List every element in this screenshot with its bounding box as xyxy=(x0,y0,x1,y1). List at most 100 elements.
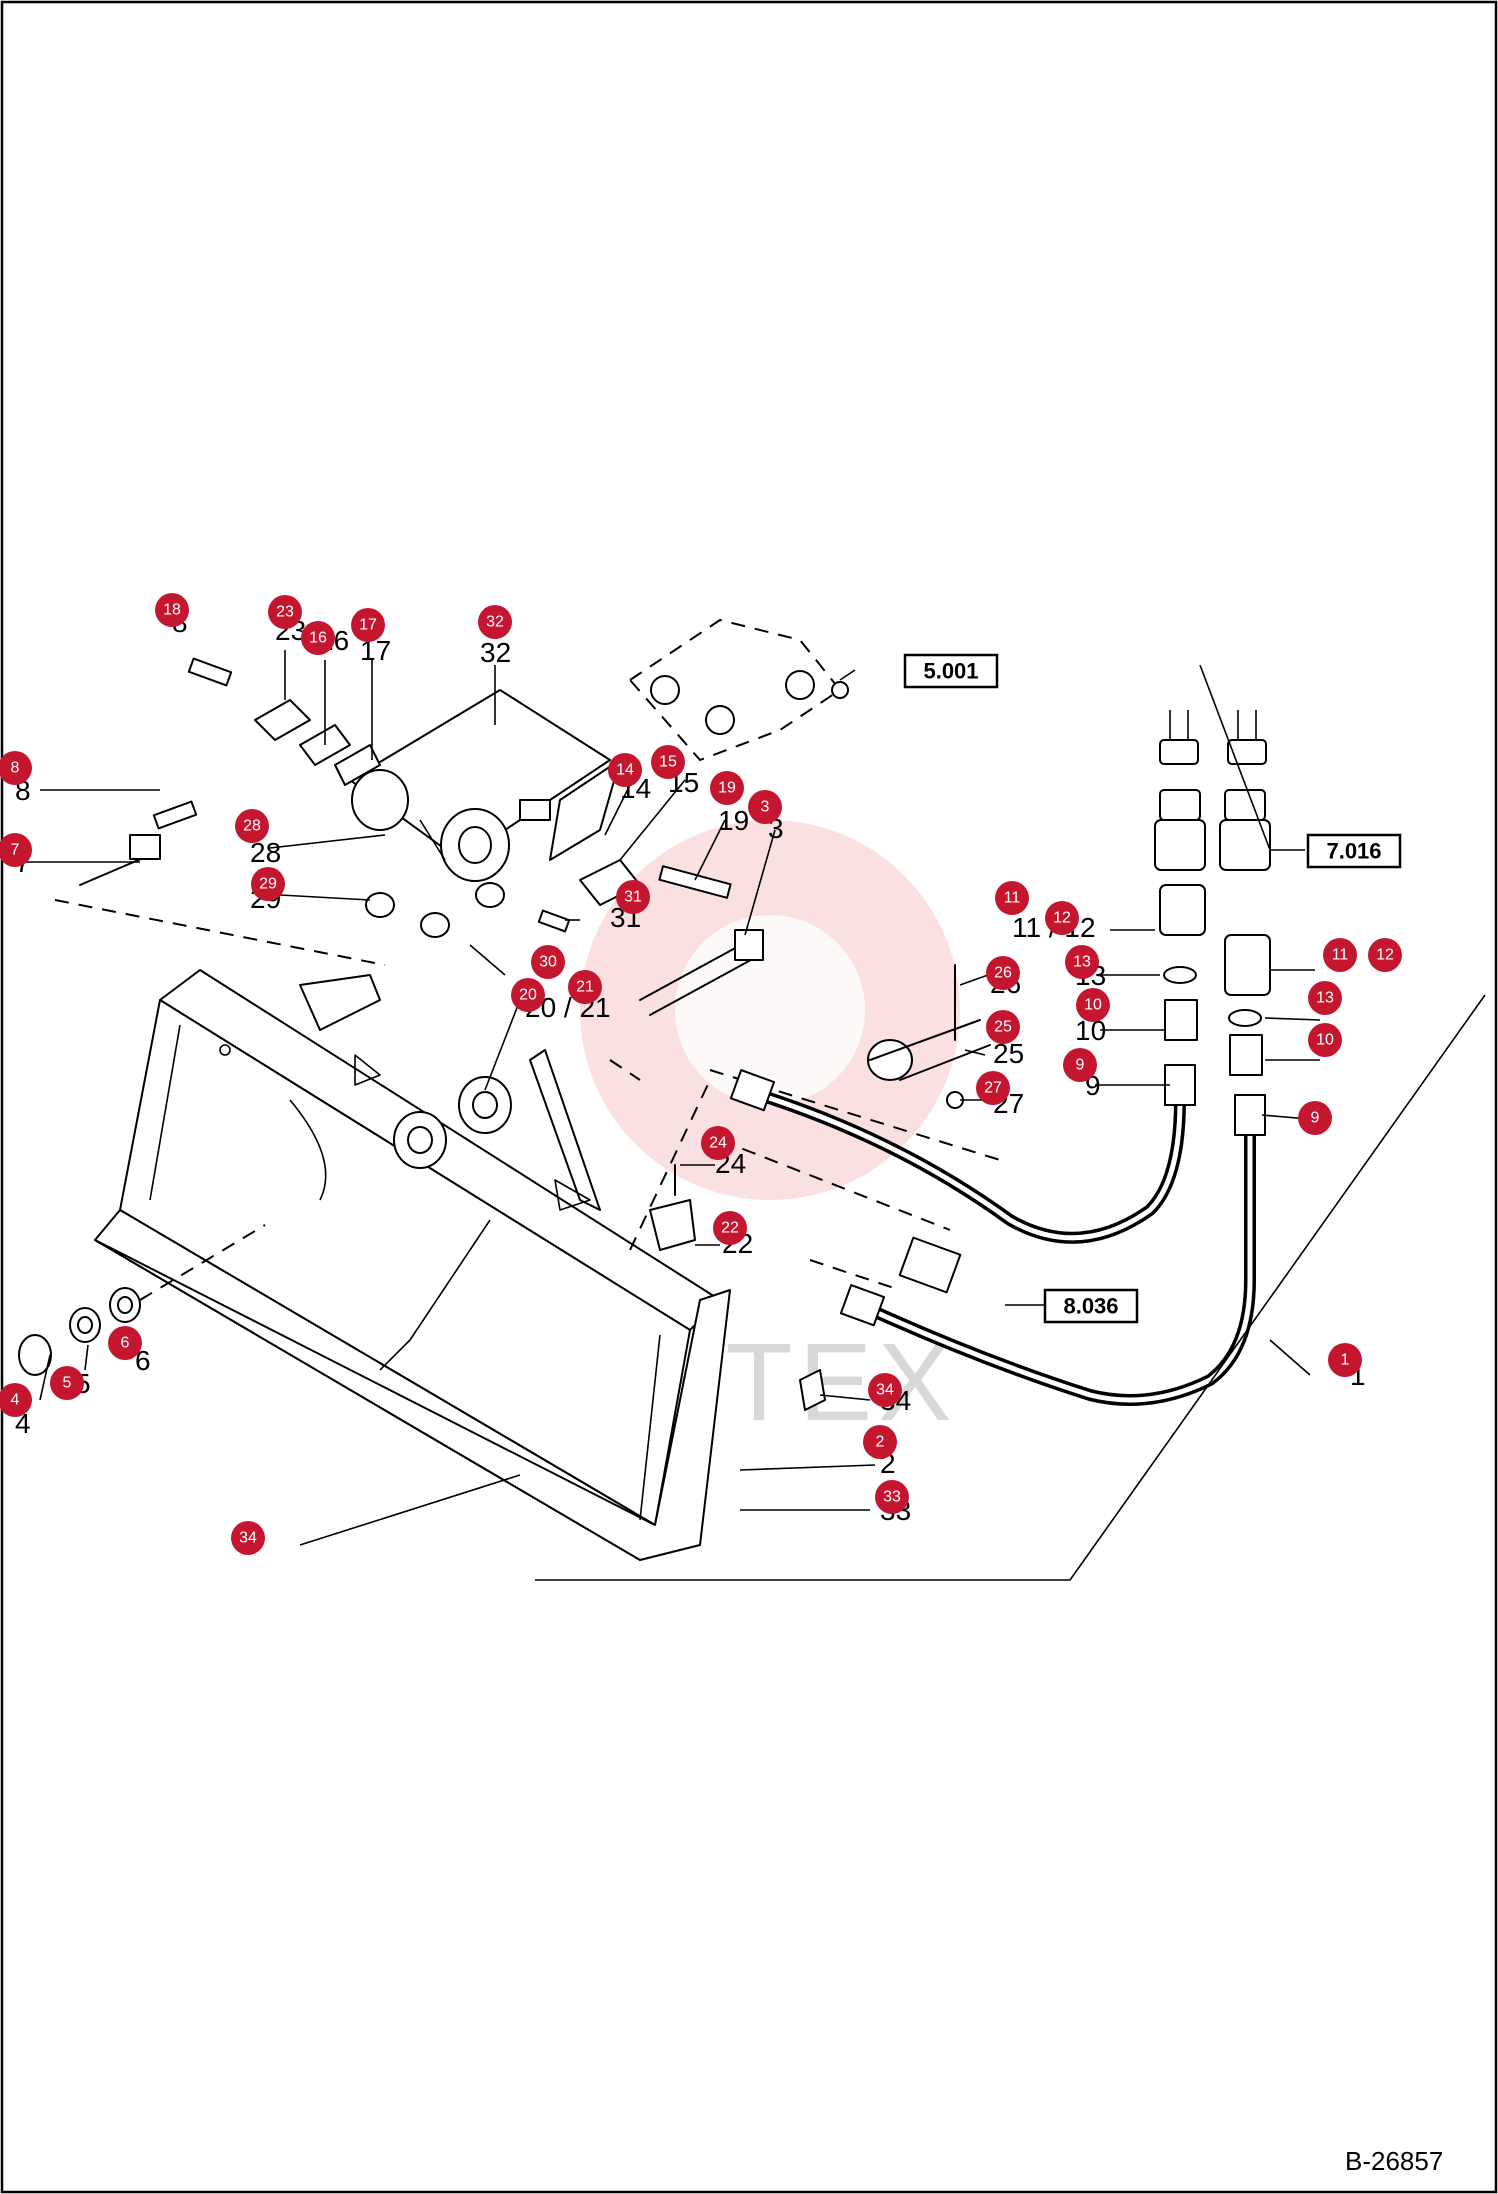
badge-14[interactable]: 14 xyxy=(608,753,642,787)
badge-9-left[interactable]: 9 xyxy=(1063,1048,1097,1082)
svg-text:8.036: 8.036 xyxy=(1063,1294,1118,1319)
badge-31[interactable]: 31 xyxy=(616,880,650,914)
badge-9-right[interactable]: 9 xyxy=(1298,1101,1332,1135)
svg-text:30: 30 xyxy=(539,954,557,971)
svg-text:5.001: 5.001 xyxy=(923,659,978,684)
svg-text:29: 29 xyxy=(259,876,277,893)
badge-30[interactable]: 30 xyxy=(531,945,565,979)
badge-23[interactable]: 23 xyxy=(268,595,302,629)
washers-drawing xyxy=(18,1224,266,1376)
ref-box-8036: 8.036 xyxy=(1043,1288,1139,1324)
svg-text:6: 6 xyxy=(121,1335,130,1352)
svg-text:16: 16 xyxy=(309,630,327,647)
svg-text:7.016: 7.016 xyxy=(1326,839,1381,864)
badge-24[interactable]: 24 xyxy=(701,1126,735,1160)
leader-lines xyxy=(20,650,1486,1581)
badge-16[interactable]: 16 xyxy=(301,621,335,655)
badge-34-left[interactable]: 34 xyxy=(231,1521,265,1555)
svg-text:10: 10 xyxy=(1084,997,1102,1014)
badge-4[interactable]: 4 xyxy=(0,1383,32,1417)
small-parts-drawing xyxy=(649,1164,826,1411)
svg-text:28: 28 xyxy=(243,818,261,835)
badge-7[interactable]: 7 xyxy=(0,833,32,867)
badge-22[interactable]: 22 xyxy=(713,1211,747,1245)
badge-12-left[interactable]: 12 xyxy=(1045,901,1079,935)
badge-26[interactable]: 26 xyxy=(986,956,1020,990)
badge-17[interactable]: 17 xyxy=(351,608,385,642)
badge-32[interactable]: 32 xyxy=(478,605,512,639)
svg-text:14: 14 xyxy=(616,762,634,779)
ref-box-7016: 7.016 xyxy=(1306,833,1402,869)
svg-text:9: 9 xyxy=(1311,1110,1320,1127)
svg-text:9: 9 xyxy=(1076,1057,1085,1074)
badge-25[interactable]: 25 xyxy=(986,1010,1020,1044)
svg-text:34: 34 xyxy=(239,1530,257,1547)
svg-text:20: 20 xyxy=(519,987,537,1004)
svg-text:13: 13 xyxy=(1073,954,1091,971)
svg-text:10: 10 xyxy=(1316,1032,1334,1049)
badge-27[interactable]: 27 xyxy=(976,1071,1010,1105)
badge-18[interactable]: 18 xyxy=(155,593,189,627)
watermark-gear-icon xyxy=(580,820,960,1200)
svg-text:1: 1 xyxy=(1341,1352,1350,1369)
svg-text:5: 5 xyxy=(63,1375,72,1392)
label-32: 32 xyxy=(480,637,511,668)
svg-text:4: 4 xyxy=(11,1392,20,1409)
badge-3[interactable]: 3 xyxy=(748,790,782,824)
document-number: B-26857 xyxy=(1345,2146,1443,2176)
svg-text:15: 15 xyxy=(659,754,677,771)
bucket-drawing xyxy=(94,969,731,1561)
ref-box-5001: 5.001 xyxy=(903,653,999,689)
svg-text:17: 17 xyxy=(359,617,377,634)
svg-text:23: 23 xyxy=(276,604,294,621)
badge-20[interactable]: 20 xyxy=(511,978,545,1012)
svg-text:34: 34 xyxy=(876,1382,894,1399)
svg-text:12: 12 xyxy=(1376,947,1394,964)
badge-33[interactable]: 33 xyxy=(875,1480,909,1514)
badge-19[interactable]: 19 xyxy=(710,771,744,805)
badge-12-right[interactable]: 12 xyxy=(1368,938,1402,972)
badge-29[interactable]: 29 xyxy=(251,867,285,901)
svg-text:11: 11 xyxy=(1004,890,1021,907)
cylinder-drawing xyxy=(867,964,991,1294)
svg-text:25: 25 xyxy=(994,1019,1012,1036)
svg-text:8: 8 xyxy=(11,760,20,777)
pivot-frame-drawing xyxy=(79,657,732,938)
badge-6[interactable]: 6 xyxy=(108,1326,142,1360)
arm-reference-drawing xyxy=(628,618,849,762)
svg-text:22: 22 xyxy=(721,1220,739,1237)
badge-8[interactable]: 8 xyxy=(0,751,32,785)
svg-text:31: 31 xyxy=(624,889,642,906)
badge-21[interactable]: 21 xyxy=(568,970,602,1004)
badge-13-right[interactable]: 13 xyxy=(1308,981,1342,1015)
badge-13-left[interactable]: 13 xyxy=(1065,945,1099,979)
label-19: 19 xyxy=(718,805,749,836)
svg-text:13: 13 xyxy=(1316,990,1334,1007)
svg-text:2: 2 xyxy=(876,1434,885,1451)
svg-text:12: 12 xyxy=(1053,910,1071,927)
badge-34-right[interactable]: 34 xyxy=(868,1373,902,1407)
svg-text:26: 26 xyxy=(994,965,1012,982)
svg-text:11: 11 xyxy=(1332,947,1349,964)
badge-5[interactable]: 5 xyxy=(50,1366,84,1400)
svg-text:21: 21 xyxy=(576,979,594,996)
svg-text:3: 3 xyxy=(761,799,770,816)
badge-28[interactable]: 28 xyxy=(235,809,269,843)
badge-11-left[interactable]: 11 xyxy=(995,881,1029,915)
svg-text:32: 32 xyxy=(486,614,504,631)
badge-11-right[interactable]: 11 xyxy=(1323,938,1357,972)
svg-text:27: 27 xyxy=(984,1080,1002,1097)
svg-text:24: 24 xyxy=(709,1135,727,1152)
badge-15[interactable]: 15 xyxy=(651,745,685,779)
svg-text:19: 19 xyxy=(718,780,736,797)
svg-text:7: 7 xyxy=(11,842,20,859)
badge-10-left[interactable]: 10 xyxy=(1076,988,1110,1022)
badge-10-right[interactable]: 10 xyxy=(1308,1023,1342,1057)
badge-2[interactable]: 2 xyxy=(863,1425,897,1459)
svg-text:33: 33 xyxy=(883,1489,901,1506)
svg-text:18: 18 xyxy=(163,602,181,619)
pin-drawing xyxy=(639,929,764,1016)
badge-1[interactable]: 1 xyxy=(1328,1343,1362,1377)
